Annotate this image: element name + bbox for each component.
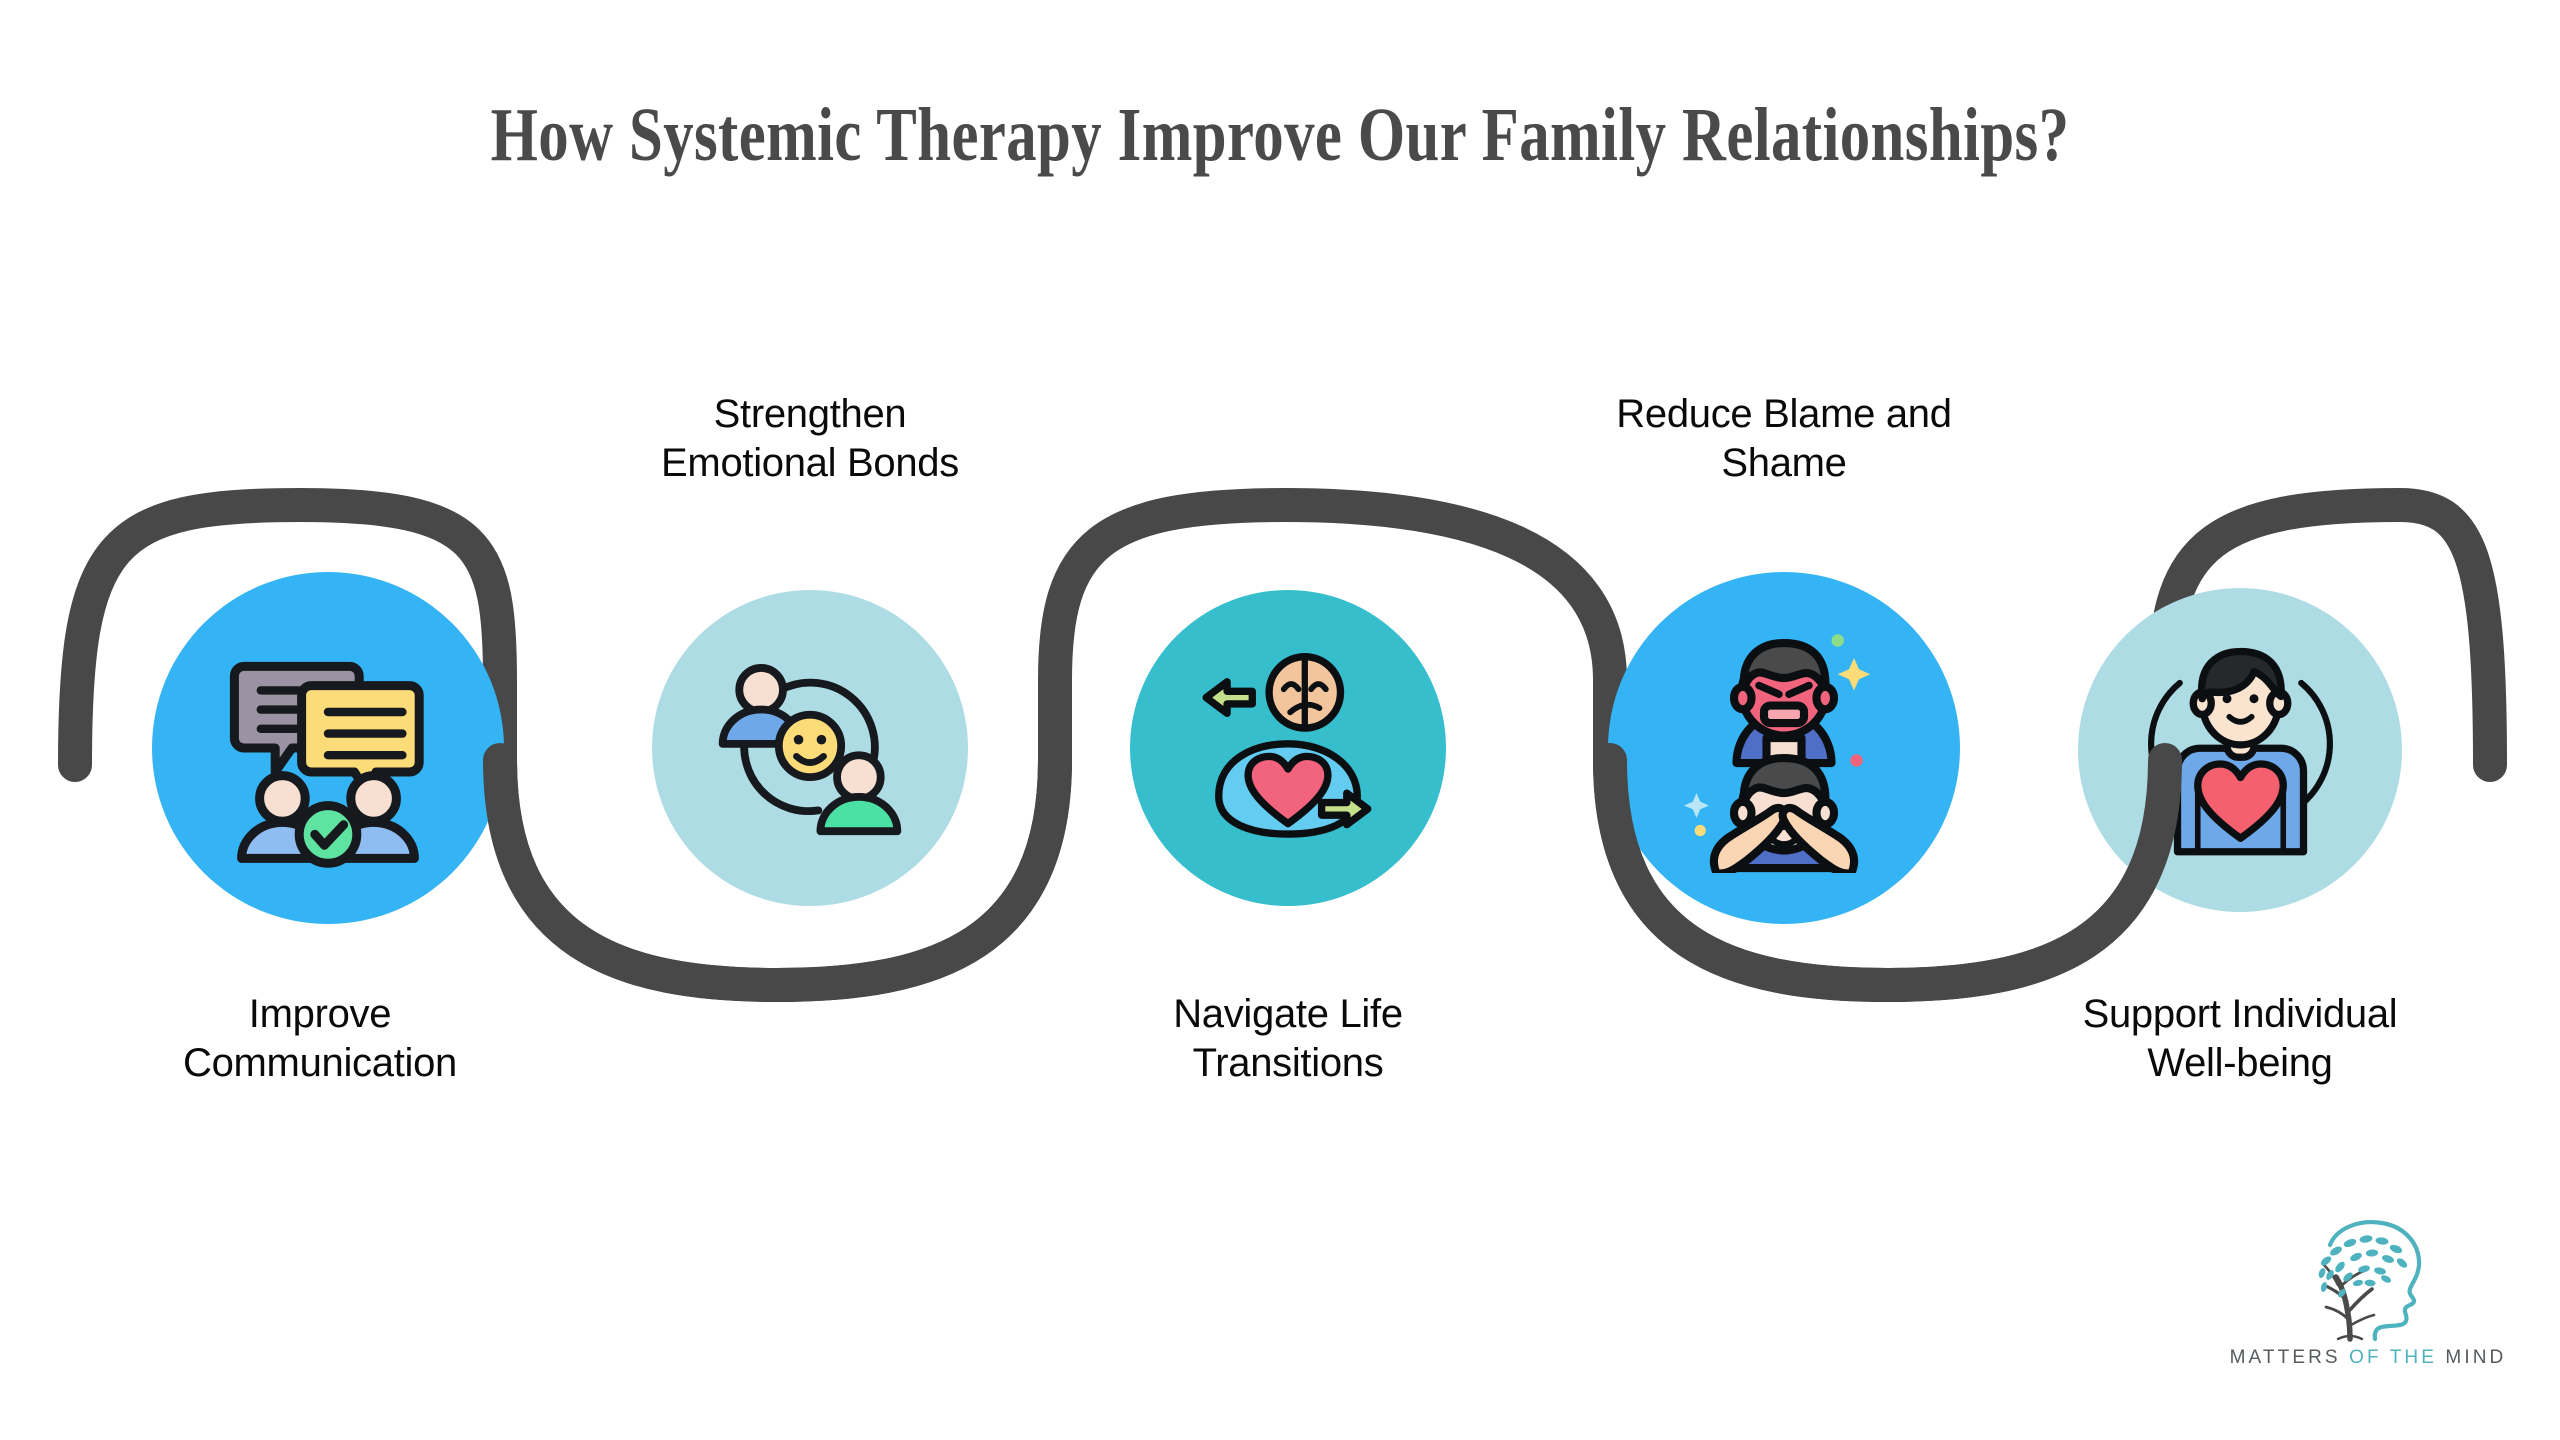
node-label-2-line2: Emotional Bonds — [661, 440, 959, 485]
person-with-heart-arcs-icon — [2147, 647, 2333, 855]
node-circle-5 — [2078, 588, 2402, 912]
node-circle-3 — [1130, 590, 1446, 906]
node-label-4-line1: Reduce Blame and — [1616, 392, 1952, 436]
node-circle-4 — [1608, 572, 1960, 924]
logo-word-matters: MATTERS — [2229, 1347, 2341, 1368]
node-label-5: Support Individual Well-being — [1980, 990, 2500, 1088]
node-circle-1 — [152, 572, 504, 924]
logo-word-of-the: OF THE — [2349, 1347, 2438, 1368]
speech-bubbles-people-check-icon — [229, 661, 424, 868]
node-label-1: Improve Communication — [60, 990, 580, 1088]
node-circle-2 — [652, 590, 968, 906]
two-people-circular-bond-smiley-icon — [718, 664, 902, 836]
logo-wordmark: MATTERS OF THE MIND — [2218, 1347, 2518, 1369]
logo-word-mind: MIND — [2445, 1347, 2507, 1368]
node-label-2-line1: Strengthen — [713, 392, 907, 436]
node-label-1-line1: Improve — [248, 992, 392, 1036]
node-label-4-line2: Shame — [1721, 440, 1847, 485]
node-label-2: Strengthen Emotional Bonds — [550, 390, 1070, 488]
page-title: How Systemic Therapy Improve Our Family … — [490, 93, 2070, 177]
node-label-3-line1: Navigate Life — [1173, 992, 1403, 1036]
node-label-5-line1: Support Individual — [2082, 992, 2398, 1036]
head-profile-tree-logo-icon — [2318, 1220, 2422, 1342]
node-label-3-line2: Transitions — [1192, 1040, 1384, 1085]
split-face-heart-arrows-icon — [1202, 652, 1372, 838]
angry-person-ashamed-person-icon — [1684, 634, 1871, 873]
node-label-4: Reduce Blame and Shame — [1524, 390, 2044, 488]
brand-logo[interactable]: MATTERS OF THE MIND — [2218, 1215, 2518, 1395]
node-label-3: Navigate Life Transitions — [1028, 990, 1548, 1088]
node-label-1-line2: Communication — [183, 1040, 457, 1085]
node-label-5-line2: Well-being — [2147, 1040, 2333, 1085]
